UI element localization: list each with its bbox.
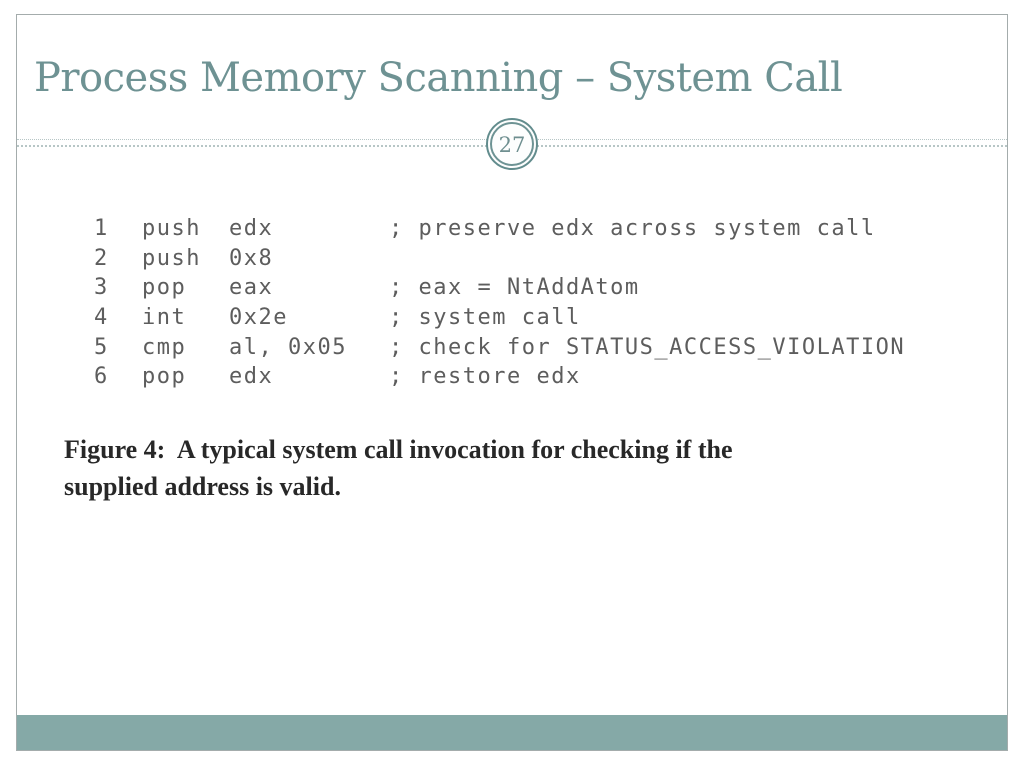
line-number: 4	[94, 305, 109, 331]
operand: 0x8	[229, 245, 274, 271]
mnemonic: push	[142, 245, 201, 271]
mnemonic: push	[142, 216, 201, 241]
comment: ; check for STATUS_ACCESS_VIOLATION	[389, 334, 906, 360]
figure-caption: Figure 4: A typical system call invocati…	[64, 431, 974, 505]
code-line: 2 push 0x8	[94, 244, 974, 274]
caption-line: Figure 4: A typical system call invocati…	[64, 435, 733, 464]
caption-line: supplied address is valid.	[64, 472, 341, 501]
comment: ; eax = NtAddAtom	[389, 275, 640, 301]
page-number-badge: 27	[486, 118, 538, 170]
code-line: 5 cmp al, 0x05 ; check for STATUS_ACCESS…	[94, 333, 974, 363]
page-number-inner-ring: 27	[490, 122, 534, 166]
slide-canvas: Process Memory Scanning – System Call 27…	[16, 14, 1008, 751]
footer-band	[17, 715, 1007, 750]
line-number: 3	[94, 275, 109, 301]
comment: ; preserve edx across system call	[389, 216, 876, 241]
comment: ; system call	[389, 305, 581, 331]
mnemonic: cmp	[142, 334, 187, 360]
comment: ; restore edx	[389, 364, 581, 390]
page-number: 27	[498, 132, 526, 157]
code-line: 3 pop eax ; eax = NtAddAtom	[94, 273, 974, 303]
code-figure: 1 push edx ; preserve edx across system …	[94, 214, 974, 392]
operand: al, 0x05	[229, 334, 347, 360]
mnemonic: int	[142, 305, 187, 331]
code-line: 4 int 0x2e ; system call	[94, 303, 974, 333]
line-number: 2	[94, 245, 109, 271]
mnemonic: pop	[142, 275, 187, 301]
line-number: 5	[94, 334, 109, 360]
operand: edx	[229, 364, 274, 390]
line-number: 1	[94, 216, 109, 241]
operand: eax	[229, 275, 274, 301]
code-line: 1 push edx ; preserve edx across system …	[94, 214, 974, 244]
code-line: 6 pop edx ; restore edx	[94, 362, 974, 392]
operand: edx	[229, 216, 274, 241]
mnemonic: pop	[142, 364, 187, 390]
slide-title: Process Memory Scanning – System Call	[34, 55, 843, 101]
operand: 0x2e	[229, 305, 288, 331]
line-number: 6	[94, 364, 109, 390]
